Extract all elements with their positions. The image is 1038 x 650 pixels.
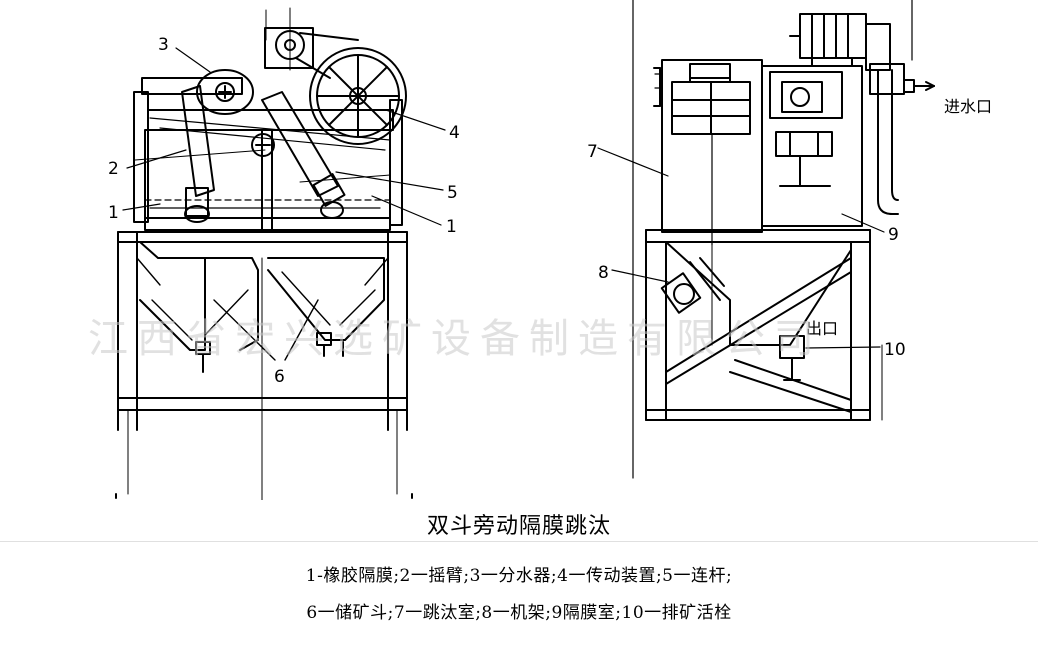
side-view — [597, 0, 935, 479]
watermark-text: 江西省宏兴选矿设备制造有限公司 — [88, 316, 823, 362]
legend-line-2: 6一储矿斗;7一跳汰室;8一机架;9隔膜室;10一排矿活栓 — [306, 603, 732, 623]
divider — [0, 541, 1038, 542]
label-5: 5 — [447, 183, 458, 203]
label-10: 10 — [884, 340, 906, 360]
label-1-right: 1 — [446, 217, 457, 237]
label-1-left: 1 — [108, 203, 119, 223]
label-8: 8 — [598, 263, 609, 283]
label-outlet: 出口 — [806, 319, 838, 338]
label-2: 2 — [108, 159, 119, 179]
diagram-title: 双斗旁动隔膜跳汰 — [426, 514, 611, 539]
legend-line-1: 1-橡胶隔膜;2一摇臂;3一分水器;4一传动装置;5一连杆; — [305, 566, 733, 586]
label-water-inlet: 进水口 — [944, 97, 992, 116]
label-9: 9 — [888, 225, 899, 245]
label-6: 6 — [274, 367, 285, 387]
front-view — [115, 7, 446, 500]
label-4: 4 — [449, 123, 460, 143]
jig-diagram: 3 2 1 4 5 1 6 7 8 9 10 进水口 出口 江西省宏兴选矿设备制… — [88, 0, 992, 500]
label-3: 3 — [158, 35, 169, 55]
label-7: 7 — [587, 142, 598, 162]
